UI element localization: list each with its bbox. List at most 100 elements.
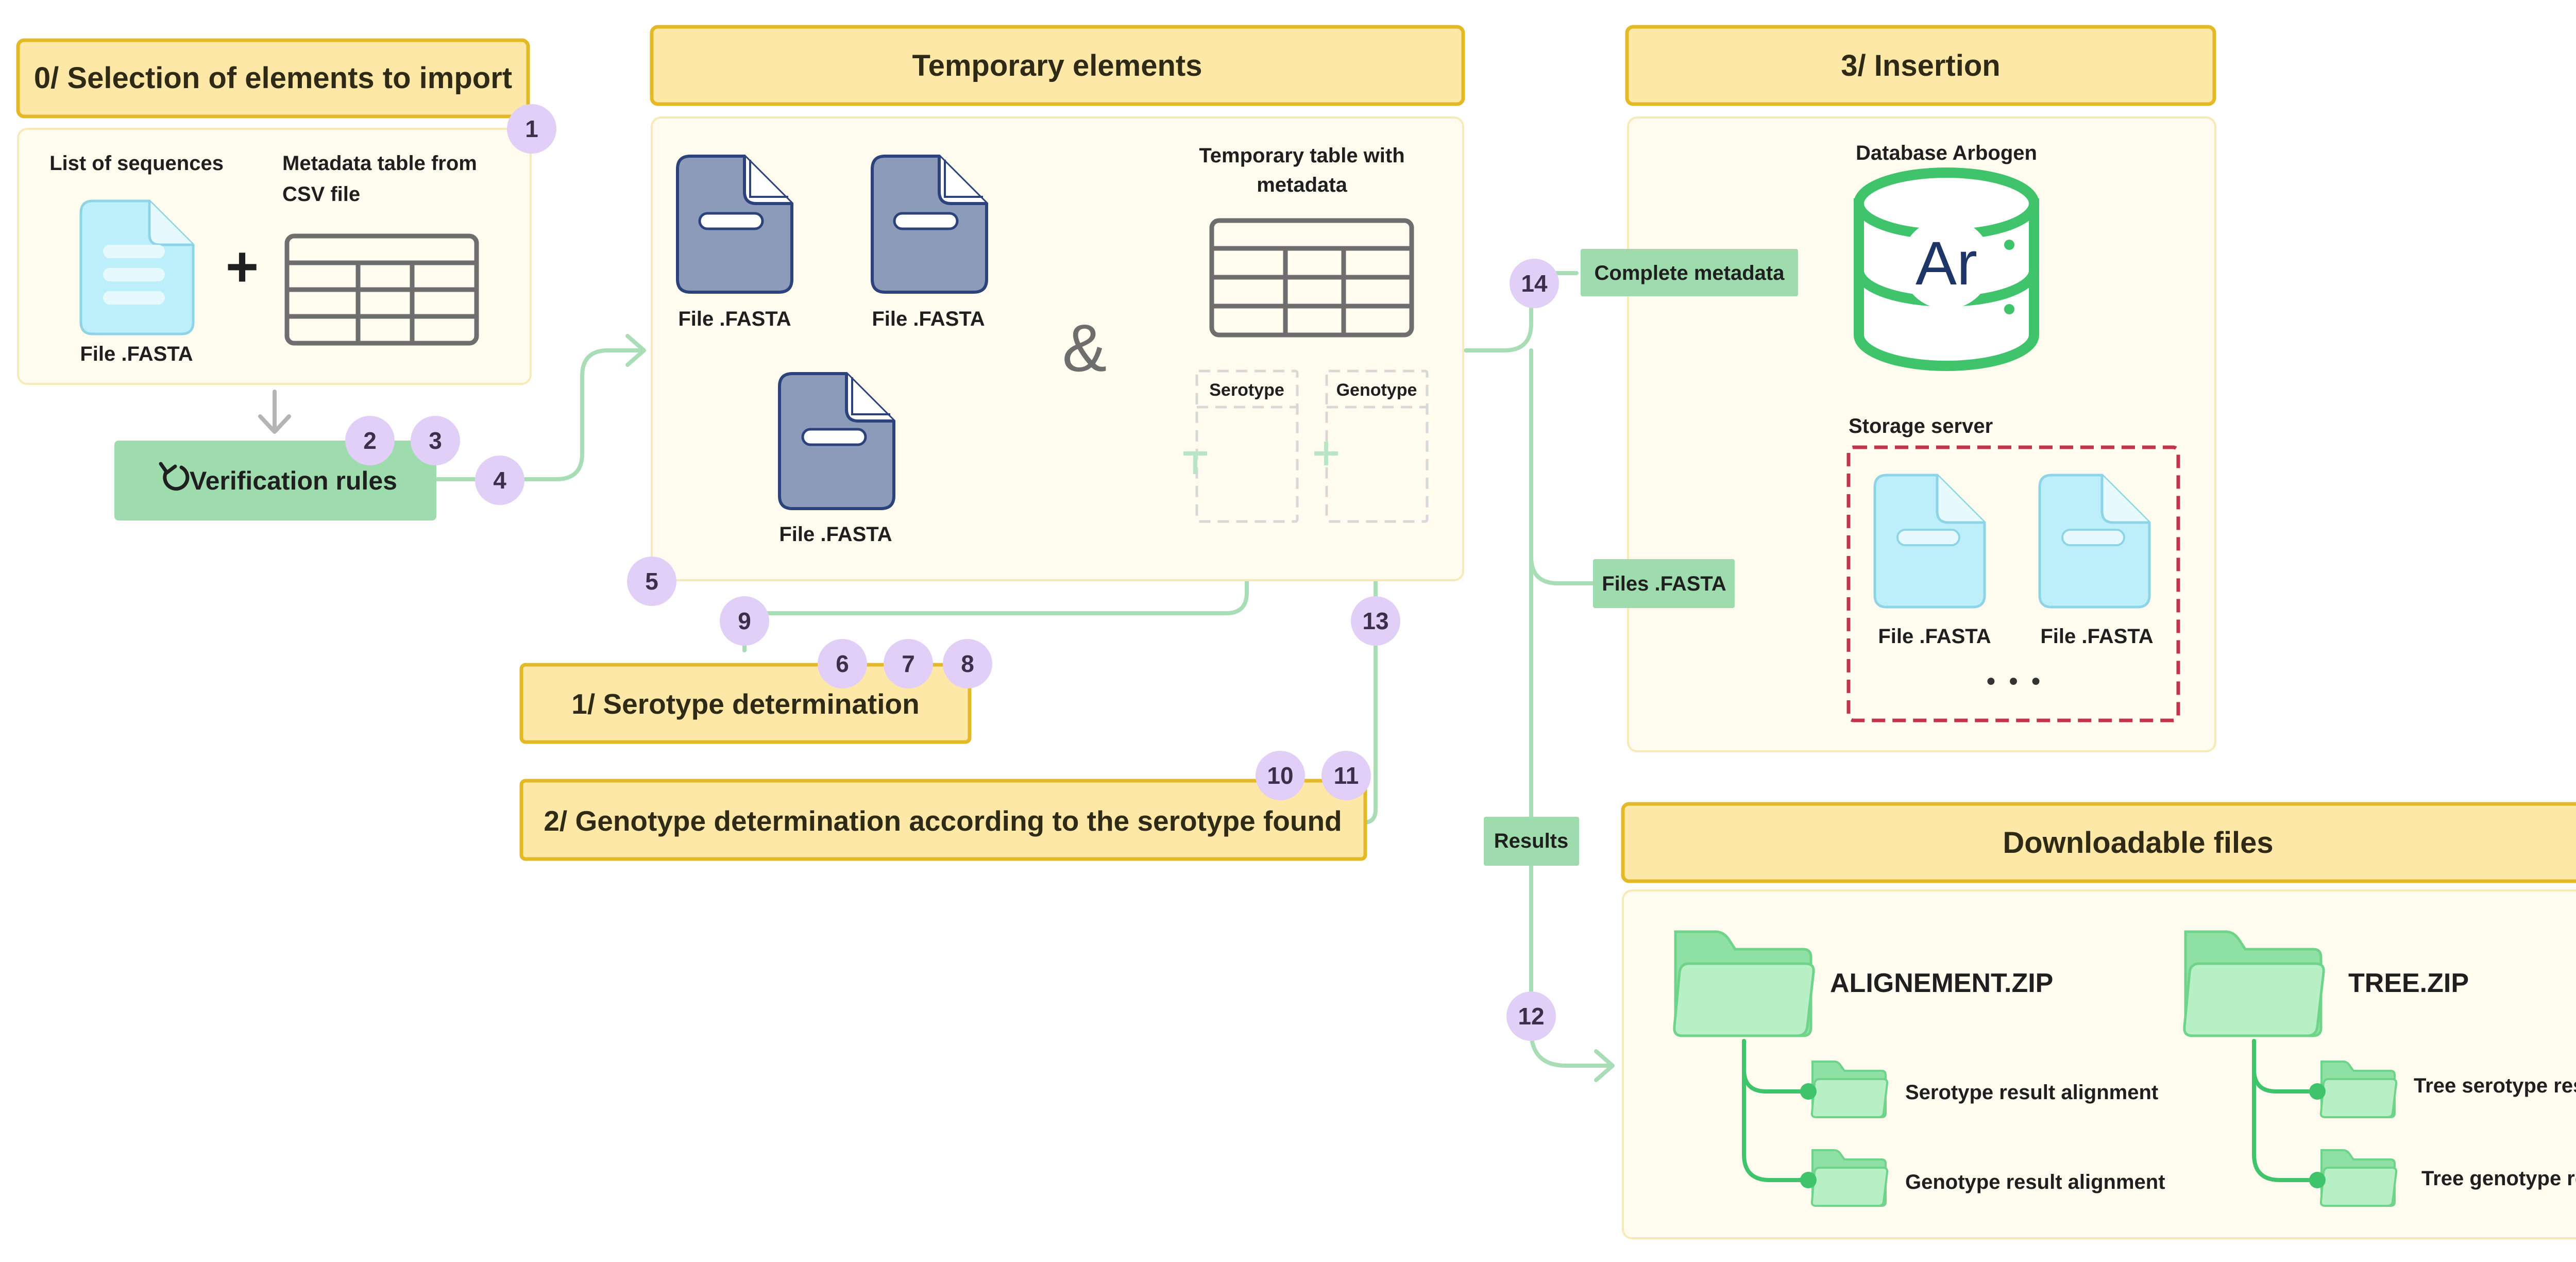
results-label: Results bbox=[1494, 830, 1569, 852]
svg-text:2: 2 bbox=[363, 427, 377, 454]
serotype-column-label: Serotype bbox=[1209, 380, 1284, 400]
svg-text:7: 7 bbox=[902, 650, 915, 677]
section-insertion: 3/ Insertion Database Arbogen Ar Storage… bbox=[1625, 25, 2216, 752]
plus-icon bbox=[1314, 442, 1338, 465]
step-badge-11: 11 bbox=[1321, 751, 1371, 800]
fasta-file-icon bbox=[871, 155, 988, 294]
svg-text:14: 14 bbox=[1521, 270, 1548, 297]
step-badge-9: 9 bbox=[720, 596, 769, 646]
step-badge-14: 14 bbox=[1510, 259, 1559, 308]
plus-icon bbox=[1183, 451, 1207, 474]
svg-text:8: 8 bbox=[961, 650, 974, 677]
temporary-header bbox=[650, 25, 1465, 106]
tree-zip-folder-icon bbox=[2183, 930, 2325, 1037]
storage-server-label: Storage server bbox=[1849, 415, 1993, 438]
database-icon: Ar bbox=[1854, 167, 2039, 371]
genotype-column-label: Genotype bbox=[1336, 380, 1417, 400]
arbogen-logo: Ar bbox=[1916, 229, 1977, 298]
genotype-alignment-folder-icon bbox=[1800, 1149, 1889, 1207]
step-badge-13: 13 bbox=[1351, 596, 1400, 646]
fasta-file-icon bbox=[79, 199, 195, 335]
svg-text:12: 12 bbox=[1518, 1003, 1544, 1030]
temp-file-label-1: File .FASTA bbox=[678, 308, 791, 330]
svg-text:11: 11 bbox=[1334, 762, 1359, 789]
genotype-step: 2/ Genotype determination according to t… bbox=[519, 779, 1367, 861]
svg-text:1: 1 bbox=[525, 115, 538, 142]
temporary-table-icon bbox=[1209, 218, 1414, 338]
step-badges: 1 2 3 4 5 6 7 8 9 10 11 12 13 14 bbox=[345, 104, 1559, 1041]
section-downloads: Downloadable files ALIGNEMENT.ZIP Seroty… bbox=[1621, 802, 2576, 1239]
svg-text:3: 3 bbox=[429, 427, 442, 454]
section-selection: 0/ Selection of elements to import List … bbox=[16, 38, 532, 385]
genotype-step-title: 2/ Genotype determination according to t… bbox=[544, 805, 1342, 837]
downloads-title: Downloadable files bbox=[2003, 826, 2273, 860]
tree-genotype-folder-icon bbox=[2309, 1149, 2398, 1207]
svg-text:9: 9 bbox=[738, 608, 751, 634]
step-badge-5: 5 bbox=[627, 557, 676, 606]
more-files-ellipsis: • • • bbox=[1984, 668, 2043, 697]
temp-file-label-2: File .FASTA bbox=[872, 308, 985, 330]
plus-sign: + bbox=[226, 235, 259, 298]
verification-rules-label: Verification rules bbox=[190, 466, 397, 495]
alignment-zip-label: ALIGNEMENT.ZIP bbox=[1830, 968, 2053, 998]
ampersand-sign: & bbox=[1062, 310, 1107, 385]
fasta-file-icon bbox=[676, 155, 793, 294]
tree-genotype-label: Tree genotype result bbox=[2421, 1167, 2576, 1190]
fasta-file-icon bbox=[2038, 474, 2151, 609]
step-badge-6: 6 bbox=[818, 639, 867, 688]
step-badge-12: 12 bbox=[1506, 991, 1556, 1041]
arrow-selection-to-verification bbox=[258, 390, 291, 434]
genotype-alignment-label: Genotype result alignment bbox=[1905, 1171, 2165, 1193]
fasta-file-icon bbox=[1873, 474, 1986, 609]
fasta-file-icon bbox=[778, 372, 895, 510]
database-label: Database Arbogen bbox=[1856, 142, 2037, 164]
svg-text:10: 10 bbox=[1267, 762, 1293, 789]
temp-file-label-3: File .FASTA bbox=[779, 523, 892, 546]
tree-zip-label: TREE.ZIP bbox=[2348, 968, 2469, 998]
svg-text:4: 4 bbox=[493, 467, 506, 494]
arrow-verification-to-temporary bbox=[433, 348, 645, 481]
serotype-alignment-folder-icon bbox=[1800, 1061, 1889, 1118]
storage-file-label-2: File .FASTA bbox=[2040, 625, 2153, 648]
svg-text:6: 6 bbox=[836, 650, 849, 677]
alignment-zip-folder-icon bbox=[1673, 930, 1815, 1037]
temporary-title: Temporary elements bbox=[912, 49, 1202, 82]
serotype-step-box bbox=[519, 663, 972, 744]
tree-serotype-label: Tree serotype result bbox=[2414, 1074, 2576, 1097]
storage-server-box bbox=[1846, 445, 2180, 722]
serotype-alignment-label: Serotype result alignment bbox=[1905, 1081, 2158, 1104]
complete-metadata-label: Complete metadata bbox=[1595, 262, 1785, 284]
downloads-header bbox=[1621, 802, 2576, 883]
tree-serotype-folder-icon bbox=[2309, 1061, 2398, 1118]
step-badge-8: 8 bbox=[943, 639, 992, 688]
serotype-column-placeholder: Serotype bbox=[1195, 369, 1299, 523]
serotype-step: 1/ Serotype determination bbox=[519, 663, 972, 744]
selection-title: 0/ Selection of elements to import bbox=[34, 61, 512, 95]
step-badge-7: 7 bbox=[884, 639, 933, 688]
insertion-header bbox=[1625, 25, 2216, 106]
temp-table-title-line1: Temporary table with bbox=[1199, 144, 1404, 167]
step-badge-10: 10 bbox=[1256, 751, 1305, 800]
svg-text:5: 5 bbox=[645, 568, 658, 595]
selection-header bbox=[16, 38, 530, 119]
step-badge-1: 1 bbox=[507, 104, 556, 154]
files-fasta-label: Files .FASTA bbox=[1602, 573, 1726, 595]
temp-table-title-line2: metadata bbox=[1257, 174, 1347, 196]
section-temporary: Temporary elements File .FASTA File .FAS… bbox=[650, 25, 1465, 581]
arrow-serotype-to-column bbox=[742, 529, 1249, 652]
insertion-title: 3/ Insertion bbox=[1841, 49, 2000, 82]
genotype-column-placeholder: Genotype bbox=[1325, 369, 1429, 523]
step-badge-2: 2 bbox=[345, 416, 395, 465]
refresh-icon bbox=[159, 462, 190, 491]
step-badge-4: 4 bbox=[475, 456, 524, 505]
svg-text:13: 13 bbox=[1362, 608, 1388, 634]
metadata-table-icon bbox=[284, 233, 479, 346]
genotype-step-box bbox=[519, 779, 1367, 861]
metadata-label-line1: Metadata table from bbox=[282, 152, 477, 175]
storage-file-label-1: File .FASTA bbox=[1878, 625, 1991, 648]
complete-metadata-tag: Complete metadata bbox=[1581, 249, 1798, 296]
results-tag: Results bbox=[1484, 817, 1579, 866]
step-badge-3: 3 bbox=[411, 416, 460, 465]
list-of-sequences-label: List of sequences bbox=[49, 152, 224, 175]
